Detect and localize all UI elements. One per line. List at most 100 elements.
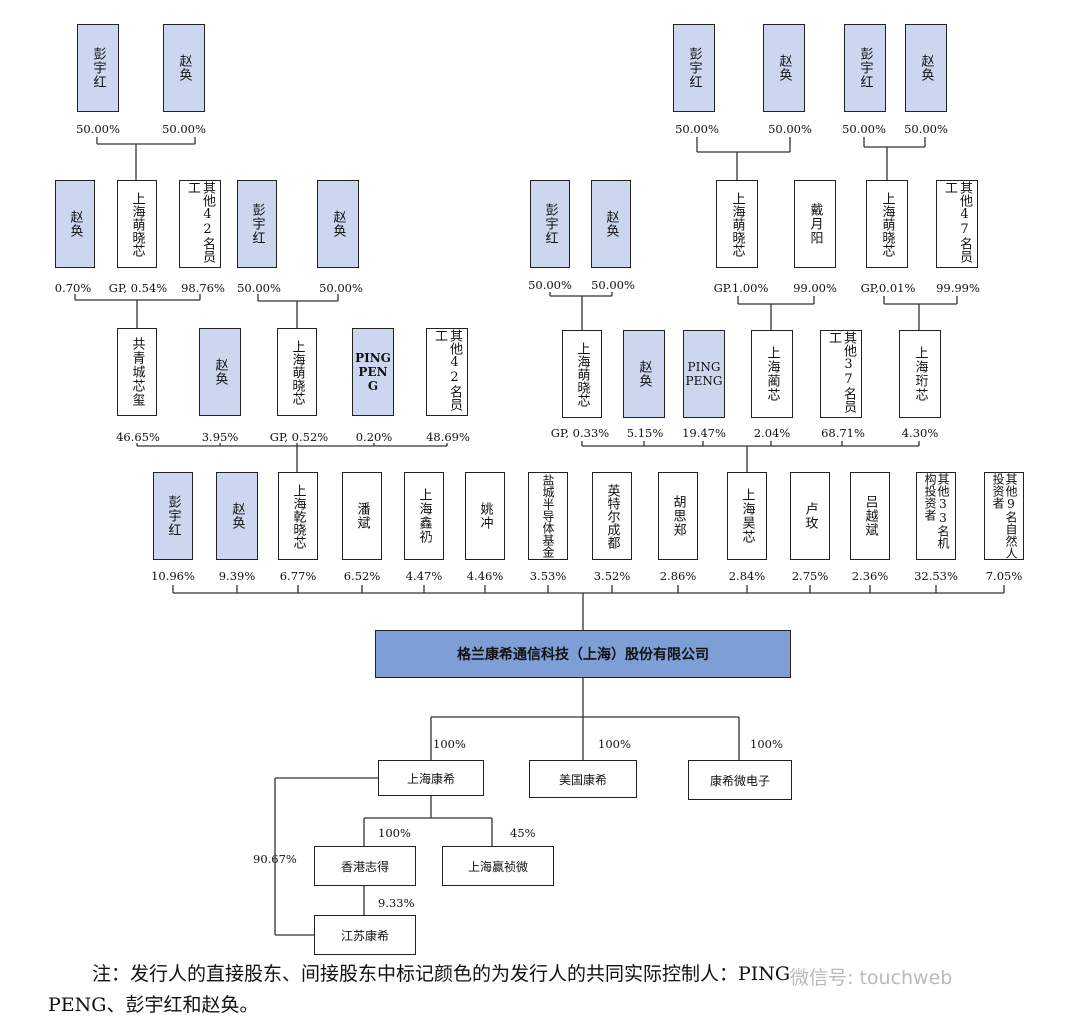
share-pct: 2.36% bbox=[851, 569, 889, 583]
share-pct: 3.95% bbox=[201, 430, 239, 444]
share-pct: 50.00% bbox=[591, 278, 635, 292]
share-pct: 48.69% bbox=[426, 430, 470, 444]
share-pct: 0.70% bbox=[54, 281, 92, 295]
share-pct: 100% bbox=[378, 826, 411, 840]
footnote-line-1: 注：发行人的直接股东、间接股东中标记颜色的为发行人的共同实际控制人：PING bbox=[92, 963, 791, 985]
share-pct: 50.00% bbox=[237, 281, 281, 295]
holder-box-shanghai-qianxiaoxin: 上海乾晓芯 bbox=[278, 472, 318, 560]
share-pct: 2.75% bbox=[791, 569, 829, 583]
share-pct: 2.04% bbox=[753, 426, 791, 440]
subsidiary-name: 香港志得 bbox=[340, 859, 389, 874]
holder-name: 彭宇红 bbox=[542, 203, 558, 245]
holder-name: 上海乾晓芯 bbox=[290, 483, 306, 549]
share-pct: 50.00% bbox=[842, 122, 886, 136]
holder-name: 其他42名员工 bbox=[185, 181, 215, 263]
share-pct: 50.00% bbox=[76, 122, 120, 136]
holder-name: 赵奂 bbox=[67, 210, 83, 238]
holder-box-other-47-employees: 其他47名员工 bbox=[936, 180, 978, 268]
holder-box-ping-peng: PING PENG bbox=[352, 328, 394, 416]
holder-name: 姚冲 bbox=[477, 502, 493, 530]
holder-name: 赵奂 bbox=[330, 210, 346, 238]
subsidiary-kangxi-microelectronics: 康希微电子 bbox=[688, 760, 792, 800]
share-pct: 4.46% bbox=[466, 569, 504, 583]
holder-name: 上海萌晓芯 bbox=[289, 339, 305, 405]
holder-box-dai-yueyang: 戴月阳 bbox=[794, 180, 836, 268]
holder-name: 彭宇红 bbox=[90, 47, 106, 89]
holder-name: 胡思郑 bbox=[670, 495, 686, 537]
holder-box-zhao-huan: 赵奂 bbox=[317, 180, 359, 268]
share-pct: 50.00% bbox=[675, 122, 719, 136]
holder-box-zhao-huan: 赵奂 bbox=[763, 24, 805, 112]
holder-name: 彭宇红 bbox=[857, 47, 873, 89]
share-pct: 4.47% bbox=[405, 569, 443, 583]
share-pct: 50.00% bbox=[528, 278, 572, 292]
holder-name: 赵奂 bbox=[636, 360, 652, 388]
share-pct: 0.20% bbox=[355, 430, 393, 444]
holder-box-other-9-individual-investors: 其他9名自然人投资者 bbox=[984, 472, 1024, 560]
subsidiary-name: 江苏康希 bbox=[340, 928, 389, 943]
subsidiary-hongkong-zhide: 香港志得 bbox=[314, 846, 416, 886]
holder-box-shanghai-hengxin: 上海珩芯 bbox=[899, 330, 941, 418]
holder-box-peng-yuhong: 彭宇红 bbox=[530, 180, 570, 268]
holder-box-ping-peng: PING PENG bbox=[683, 330, 725, 418]
holder-name: 赵奂 bbox=[918, 54, 934, 82]
holder-name: 赵奂 bbox=[603, 210, 619, 238]
share-pct: 6.77% bbox=[279, 569, 317, 583]
holder-box-zhao-huan: 赵奂 bbox=[591, 180, 631, 268]
holder-box-shanghai-xinreng: 上海鑫礽 bbox=[404, 472, 444, 560]
holder-name: 上海萌晓芯 bbox=[574, 341, 590, 407]
holder-name: 潘斌 bbox=[354, 502, 370, 530]
holder-name: 赵奂 bbox=[176, 54, 192, 82]
share-pct: 3.53% bbox=[529, 569, 567, 583]
holder-name: 英特尔成都 bbox=[604, 483, 620, 549]
holder-box-other-42-employees: 其他42名员工 bbox=[179, 180, 221, 268]
holder-name: 上海鑫礽 bbox=[416, 488, 432, 544]
holder-name: 上海蔺芯 bbox=[764, 346, 780, 402]
holder-box-peng-yuhong: 彭宇红 bbox=[673, 24, 715, 112]
holder-box-peng-yuhong: 彭宇红 bbox=[844, 24, 886, 112]
holder-box-shanghai-mengxiaoxin: 上海萌晓芯 bbox=[562, 330, 602, 418]
holder-box-peng-yuhong: 彭宇红 bbox=[77, 24, 119, 112]
holder-name: 上海萌晓芯 bbox=[129, 191, 145, 257]
holder-name: 彭宇红 bbox=[686, 47, 702, 89]
holder-box-other-33-institutional-investors: 其他33名机构投资者 bbox=[916, 472, 956, 560]
share-pct: 4.30% bbox=[901, 426, 939, 440]
holder-box-zhao-huan: 赵奂 bbox=[55, 180, 95, 268]
share-pct: 99.99% bbox=[936, 281, 980, 295]
holder-box-intel-chengdu: 英特尔成都 bbox=[592, 472, 632, 560]
holder-name: 共青城芯玺 bbox=[129, 337, 145, 407]
holder-box-shanghai-mengxiaoxin: 上海萌晓芯 bbox=[117, 180, 157, 268]
holder-name: 赵奂 bbox=[212, 358, 228, 386]
holder-name: 赵奂 bbox=[776, 54, 792, 82]
holder-box-other-42-employees: 其他42名员工 bbox=[426, 328, 468, 416]
holder-box-other-37-employees: 其他37名员工 bbox=[820, 330, 862, 418]
share-pct: 9.33% bbox=[378, 896, 415, 910]
share-pct: 45% bbox=[510, 826, 536, 840]
holder-name: 上海昊芯 bbox=[739, 488, 755, 544]
share-pct: 10.96% bbox=[151, 569, 195, 583]
wechat-watermark: 微信号: touchweb bbox=[790, 967, 953, 989]
subsidiary-usa-kangxi: 美国康希 bbox=[529, 760, 637, 798]
footnote-line-2: PENG、彭宇红和赵奂。 bbox=[48, 994, 259, 1016]
holder-box-peng-yuhong: 彭宇红 bbox=[153, 472, 193, 560]
share-pct: 50.00% bbox=[162, 122, 206, 136]
holder-name: 戴月阳 bbox=[807, 203, 823, 245]
holder-box-lv-yuebin: 吕越斌 bbox=[850, 472, 890, 560]
holder-box-zhao-huan: 赵奂 bbox=[623, 330, 665, 418]
holder-name: 其他42名员工 bbox=[432, 329, 462, 411]
holder-box-hu-sizheng: 胡思郑 bbox=[658, 472, 698, 560]
holder-box-shanghai-haoxin: 上海昊芯 bbox=[727, 472, 767, 560]
holder-name: 彭宇红 bbox=[165, 495, 181, 537]
holder-box-peng-yuhong: 彭宇红 bbox=[237, 180, 277, 268]
subsidiary-shanghai-kangxi: 上海康希 bbox=[378, 760, 484, 796]
holder-name: 其他9名自然人投资者 bbox=[991, 473, 1018, 559]
holder-name: 其他47名员工 bbox=[942, 181, 972, 263]
holder-box-yao-chong: 姚冲 bbox=[465, 472, 505, 560]
holder-name: 赵奂 bbox=[229, 502, 245, 530]
share-pct: 2.84% bbox=[728, 569, 766, 583]
share-pct: GP, 0.54% bbox=[108, 281, 168, 295]
subsidiary-name: 康希微电子 bbox=[709, 773, 770, 788]
issuer-company-box: 格兰康希通信科技（上海）股份有限公司 bbox=[375, 630, 791, 678]
share-pct: 5.15% bbox=[626, 426, 664, 440]
